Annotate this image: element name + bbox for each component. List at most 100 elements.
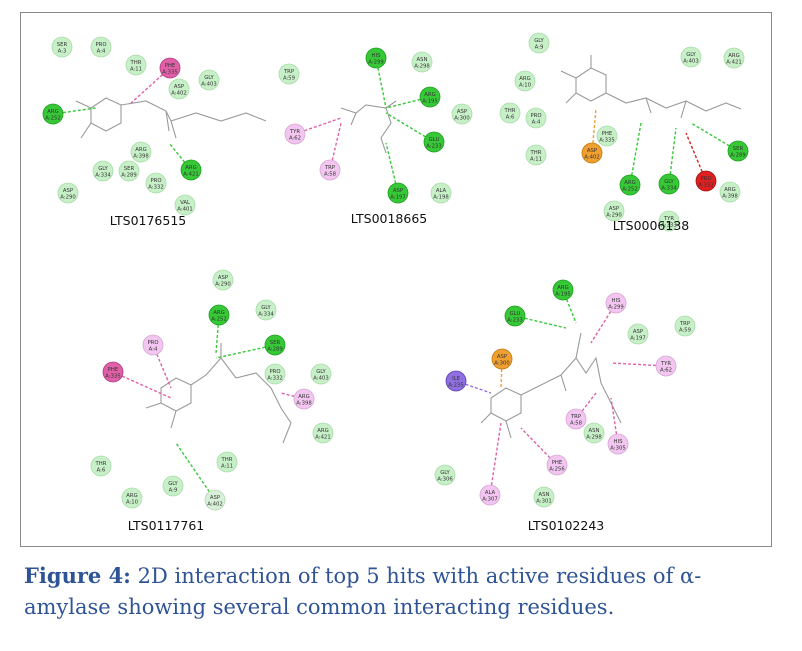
compound-label: LTS0102243 [528,518,604,533]
ligand-structure [145,343,292,444]
residue-number: A:300 [494,361,510,367]
residue-number: A:332 [267,376,282,382]
residue-name: ASP [210,495,221,501]
residue-circle [168,78,190,100]
residue-name: THR [504,108,516,114]
residue-circle [118,160,140,182]
residue-nodes: SERA:3PROA:4THRA:11PHEA:335GLYA:403ASPA:… [42,32,749,511]
residue-name: SER [733,146,744,152]
residue-number: A:10 [126,500,139,506]
residue-circle [674,315,696,337]
residue-circle [565,408,587,430]
residue-name: PRO [147,340,158,346]
residue-number: A:252 [45,116,60,122]
residue-circle [533,486,555,508]
residue-number: A:290 [60,195,76,201]
ligand-structures [75,55,742,444]
residue-circle [680,46,702,68]
residue-circle [479,484,501,506]
residue-name: TRP [283,69,295,75]
residue-number: A:402 [207,502,222,508]
compound-label: LTS0006138 [613,218,690,233]
residue-circle [174,194,196,216]
residue-number: A:195 [422,99,437,105]
residue-circle [546,454,568,476]
residue-number: A:11 [221,464,233,470]
residue-name: ARG [724,187,735,193]
interaction-line [685,132,707,182]
residue-number: A:9 [169,488,178,494]
residue-circle [42,103,64,125]
residue-number: A:9 [535,45,544,51]
residue-number: A:11 [130,67,142,73]
residue-name: SER [270,340,281,346]
residue-circle [423,131,445,153]
residue-circle [159,57,181,79]
residue-circle [596,125,618,147]
residue-circle [445,370,467,392]
residue-number: A:235 [448,383,463,389]
residue-number: A:299 [608,305,623,311]
residue-circle [387,182,409,204]
interaction-line [130,67,171,104]
residue-name: ASP [63,188,74,194]
residue-number: A:6 [97,468,106,474]
residue-number: A:307 [482,497,497,503]
compound-label: LTS0176515 [110,213,186,228]
residue-circle [90,36,112,58]
interaction-line [329,122,342,171]
residue-number: A:62 [289,136,301,142]
residue-circle [514,70,536,92]
residue-circle [607,433,629,455]
residue-circle [130,141,152,163]
residue-name: ASP [457,109,468,115]
residue-number: A:6 [506,115,515,121]
residue-name: GLY [686,52,696,58]
residue-number: A:398 [133,154,149,160]
residue-number: A:58 [324,172,337,178]
interaction-line [514,315,567,329]
residue-name: SER [124,166,135,172]
residue-circle [319,159,341,181]
residue-name: THR [95,461,107,467]
residue-name: PRO [530,113,541,119]
residue-name: GLU [429,137,440,143]
residue-name: HIS [372,53,382,59]
residue-circle [212,269,234,291]
residue-number: A:334 [258,312,274,318]
residue-number: A:401 [177,207,192,213]
residue-number: A:233 [507,318,522,324]
residue-circle [142,334,164,356]
residue-name: GLY [261,305,271,311]
residue-number: A:197 [390,195,405,201]
residue-name: THR [530,150,542,156]
residue-number: A:332 [698,183,713,189]
residue-name: PRO [150,178,161,184]
residue-name: ARG [519,76,530,82]
